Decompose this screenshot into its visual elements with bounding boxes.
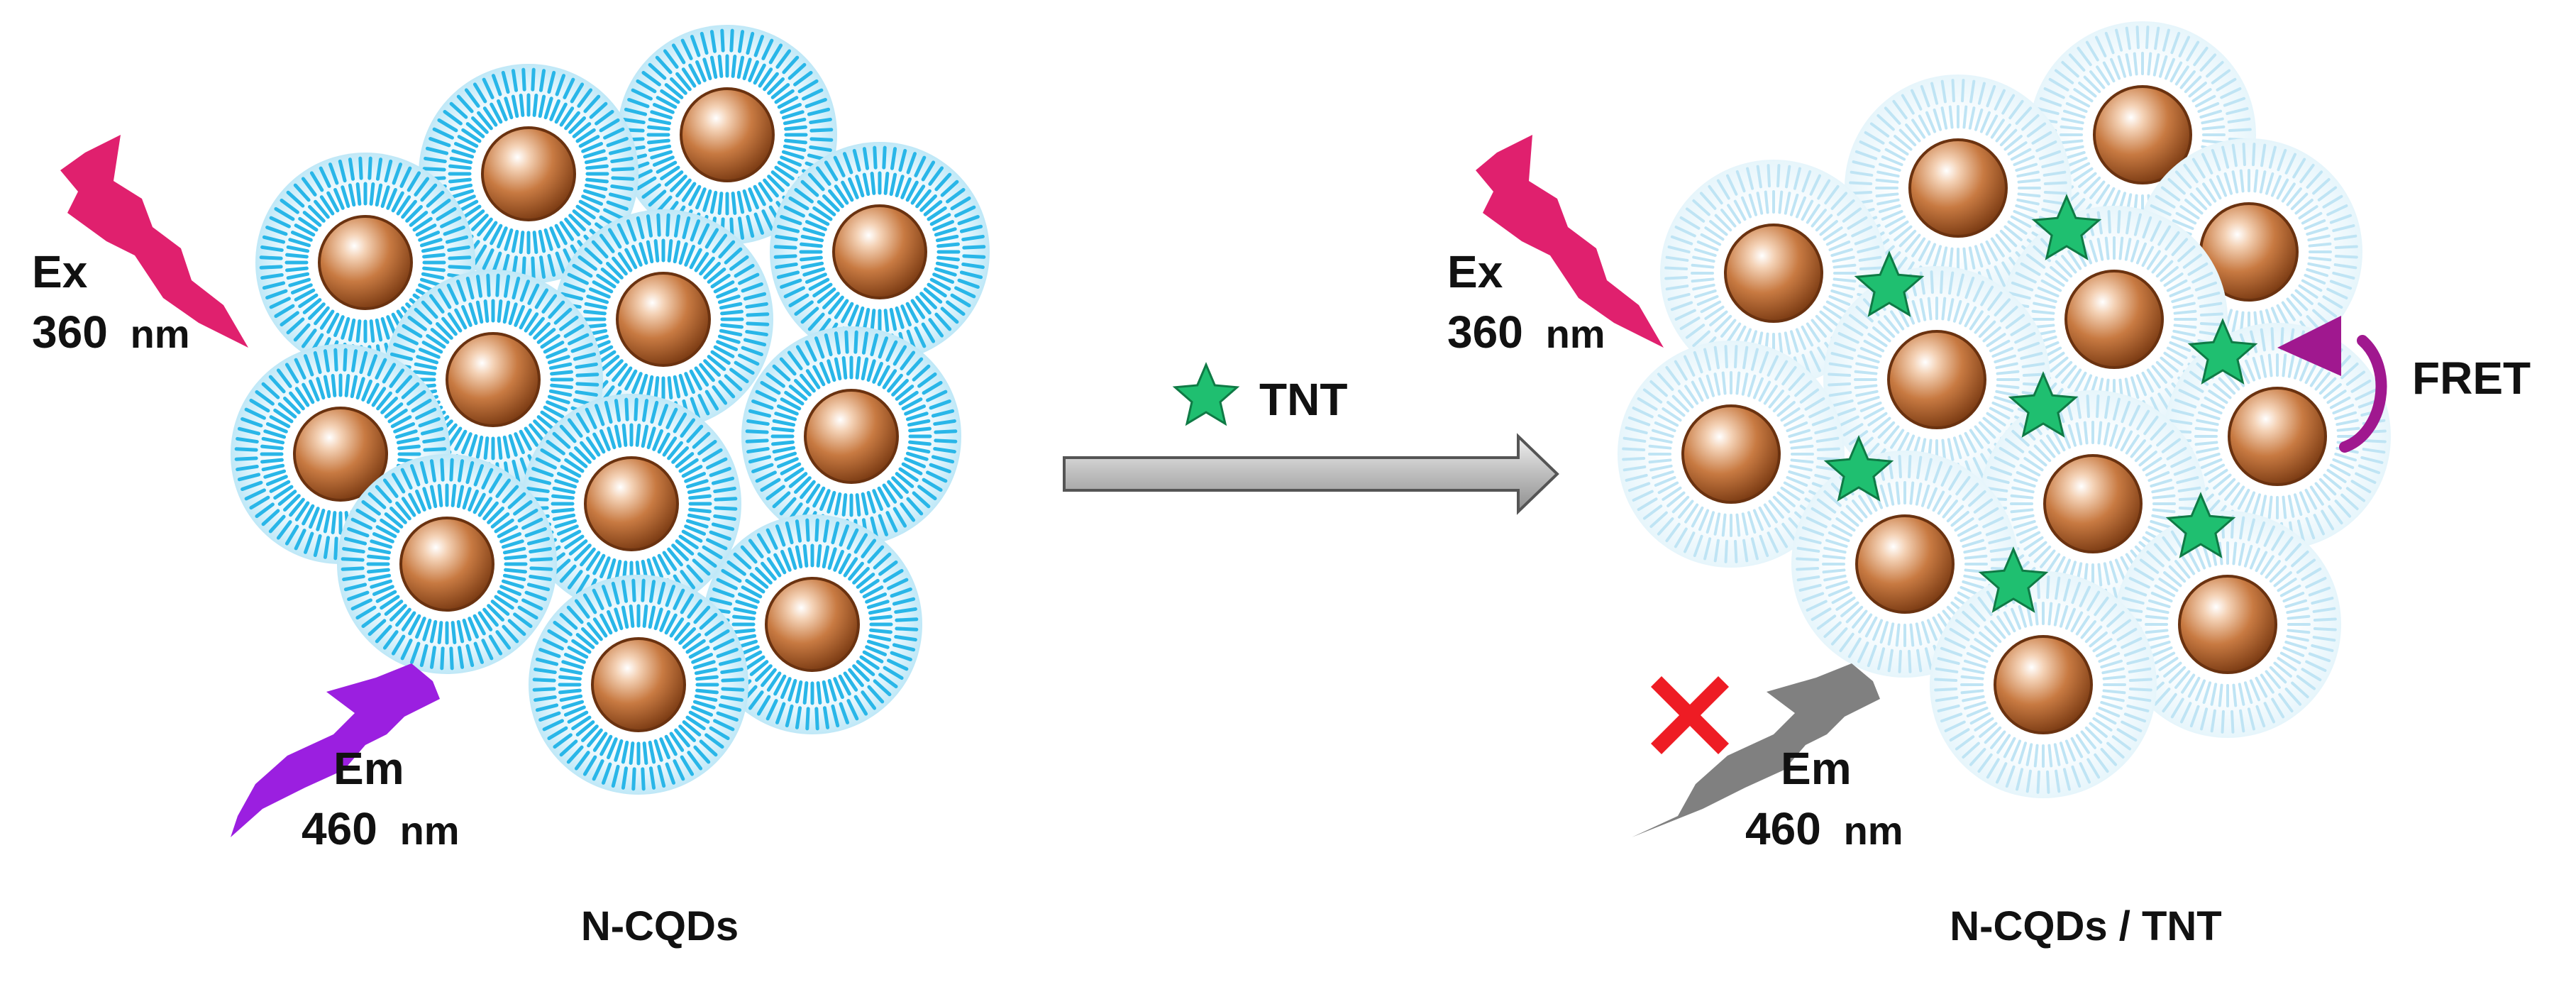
left-panel-title: N-CQDs bbox=[581, 903, 739, 949]
right-nanoparticle bbox=[1660, 160, 1887, 387]
particle-core bbox=[680, 87, 775, 182]
left-em-label: Em bbox=[333, 743, 404, 794]
particle-core bbox=[1887, 330, 1986, 429]
right-ex-unit: nm bbox=[1546, 311, 1605, 356]
particle-core bbox=[2043, 454, 2143, 553]
particle-core bbox=[2178, 575, 2277, 674]
right-ex-value: 360 bbox=[1447, 307, 1523, 358]
particle-core bbox=[584, 456, 679, 551]
particle-ligand-shell bbox=[259, 156, 472, 369]
fret-label: FRET bbox=[2412, 353, 2531, 404]
right-nanoparticle bbox=[2164, 323, 2391, 550]
left-ex-value-line: 360 nm bbox=[32, 307, 190, 358]
tnt-star-icon bbox=[1978, 546, 2049, 613]
particle-core bbox=[2064, 270, 2164, 369]
left-nanoparticle bbox=[337, 454, 557, 674]
tnt-star-icon bbox=[1823, 435, 1894, 502]
right-panel-title: N-CQDs / TNT bbox=[1950, 903, 2221, 949]
left-nanoparticle bbox=[741, 326, 961, 546]
tnt-star-icon bbox=[2008, 371, 2079, 438]
left-emission-bolt-icon bbox=[231, 663, 440, 837]
left-ex-unit: nm bbox=[131, 311, 190, 356]
particle-core bbox=[1908, 138, 2008, 238]
right-nanoparticle bbox=[2114, 511, 2341, 738]
particle-core bbox=[1855, 514, 1955, 614]
right-em-value-line: 460 nm bbox=[1745, 803, 1903, 854]
particle-core bbox=[1681, 404, 1781, 504]
left-em-unit: nm bbox=[400, 808, 460, 853]
particle-core bbox=[293, 407, 388, 502]
left-em-value-line: 460 nm bbox=[302, 803, 460, 854]
left-nanoparticle bbox=[419, 64, 639, 284]
particle-ligand-shell bbox=[1849, 79, 2067, 297]
particle-ligand-shell bbox=[532, 578, 745, 791]
particle-ligand-shell bbox=[341, 458, 553, 671]
tnt-star-icon bbox=[2031, 194, 2102, 260]
particle-core bbox=[832, 204, 927, 299]
particle-core bbox=[318, 215, 413, 310]
right-nanoparticle bbox=[1618, 341, 1845, 568]
particle-ligand-shell bbox=[1934, 575, 2152, 794]
left-em-value: 460 bbox=[302, 803, 377, 854]
particle-core bbox=[2228, 387, 2327, 486]
particle-core bbox=[446, 332, 541, 427]
right-excitation-bolt-icon bbox=[1476, 135, 1664, 348]
particle-core bbox=[2093, 85, 2192, 184]
reaction-arrow: TNT bbox=[1063, 362, 1559, 515]
right-em-value: 460 bbox=[1745, 803, 1821, 854]
left-nanoparticle bbox=[617, 25, 837, 245]
right-nanoparticle bbox=[1930, 571, 2157, 798]
particle-core bbox=[399, 517, 494, 612]
particle-ligand-shell bbox=[745, 330, 958, 543]
left-nanoparticle bbox=[770, 142, 990, 362]
tnt-molecules bbox=[1823, 194, 2258, 613]
blocked-x-icon bbox=[1651, 676, 1729, 754]
left-particle-cluster bbox=[231, 25, 990, 795]
left-ex-value: 360 bbox=[32, 307, 108, 358]
particle-core bbox=[1724, 224, 1823, 323]
right-particle-cluster bbox=[1618, 21, 2391, 798]
left-excitation-bolt-icon bbox=[60, 135, 248, 348]
left-nanoparticle bbox=[529, 575, 748, 795]
right-ex-value-line: 360 nm bbox=[1447, 307, 1605, 358]
left-ex-label: Ex bbox=[32, 246, 88, 297]
right-em-unit: nm bbox=[1844, 808, 1903, 853]
fret-arrow-icon bbox=[2277, 316, 2387, 453]
tnt-star-icon bbox=[1854, 250, 1925, 317]
reaction-arrow-shape bbox=[1063, 433, 1559, 515]
right-ex-label: Ex bbox=[1447, 246, 1503, 297]
tnt-star-icon bbox=[2165, 492, 2236, 558]
particle-ligand-shell bbox=[1622, 345, 1840, 563]
tnt-star-icon bbox=[2187, 318, 2258, 385]
right-em-label: Em bbox=[1781, 743, 1852, 794]
tnt-legend-star-icon bbox=[1172, 362, 1240, 426]
particle-core bbox=[765, 577, 860, 672]
particle-core bbox=[616, 272, 711, 367]
particle-core bbox=[804, 389, 899, 484]
tnt-legend-label: TNT bbox=[1259, 374, 1347, 425]
particle-core bbox=[591, 637, 686, 732]
particle-core bbox=[481, 126, 576, 221]
right-nanoparticle bbox=[2001, 206, 2228, 433]
right-emission-bolt-icon bbox=[1632, 663, 1880, 837]
particle-core bbox=[1994, 635, 2093, 734]
right-nanoparticle bbox=[1845, 75, 2072, 302]
